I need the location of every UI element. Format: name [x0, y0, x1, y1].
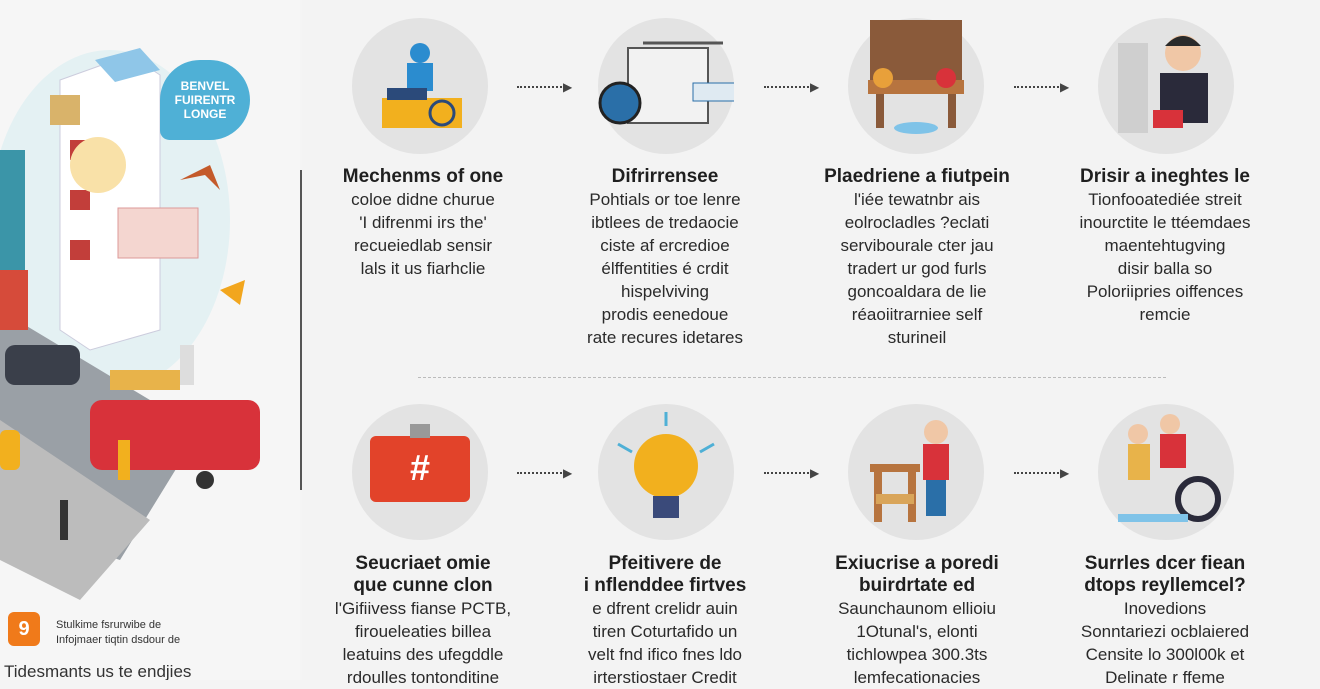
man-wrench-icon	[1098, 18, 1234, 154]
left-footer-text: Tidesmants us te endjies	[4, 662, 192, 680]
step-title-line2: que cunne clon	[353, 575, 493, 596]
machine-gears-icon-art	[598, 41, 739, 125]
step-8: Surrles dcer fiean dtops reyllemcel? Ino…	[1050, 553, 1280, 689]
speech-bubble: BENVEL FUIRENTR LONGE	[160, 60, 250, 140]
runner-money-icon	[352, 18, 488, 154]
step-title: Plaedriene a fiutpein	[824, 166, 1010, 187]
city-illustration	[0, 48, 260, 600]
step-title-line2: i nflenddee firtves	[583, 575, 747, 596]
step-title: Pfeitivere de	[608, 553, 722, 574]
flow-arrow: ▶	[1014, 466, 1074, 480]
flow-arrow: ▶	[517, 466, 577, 480]
step-title: Surrles dcer fiean	[1084, 553, 1246, 574]
step-title-line2: dtops reyllemcel?	[1084, 575, 1246, 596]
step-3: Plaedriene a fiutpein l'iée tewatnbr ais…	[802, 166, 1032, 349]
man-wrench-icon-art	[1118, 35, 1208, 133]
flow-arrow: ▶	[764, 466, 824, 480]
caption-line: Stulkime fsrurwibe de	[56, 619, 162, 631]
step-title: Mechenms of one	[342, 166, 504, 187]
step-4: Drisir a ineghtes le Tionfooatediée stre…	[1050, 166, 1280, 326]
caption-line: Infojmaer tiqtin dsdour de	[56, 634, 181, 646]
people-wheelchair-icon-art	[1118, 414, 1221, 522]
lightbulb-icon-art	[617, 412, 715, 518]
step-1: Mechenms of one coloe didne churue'I dif…	[308, 166, 538, 280]
speech-bubble-text: BENVEL FUIRENTR LONGE	[174, 79, 236, 121]
cabinet-food-icon	[848, 18, 984, 154]
flow-arrow: ▶	[764, 80, 824, 94]
cabinet-food-icon-art	[868, 20, 964, 134]
red-sign-icon-art: #	[370, 424, 470, 502]
flow-arrow: ▶	[517, 80, 577, 94]
step-title: Seucriaet omie	[355, 553, 491, 574]
step-title: Difrirrensee	[611, 166, 719, 187]
lightbulb-icon	[598, 404, 734, 540]
row-separator	[418, 377, 1166, 378]
vertical-divider	[300, 170, 302, 490]
step-body: coloe didne churue'I difrenmi irs the're…	[351, 190, 495, 278]
step-6: Pfeitivere de i nflenddee firtves e dfre…	[550, 553, 780, 689]
flow-arrow: ▶	[1014, 80, 1074, 94]
step-title-line2: buirdrtate ed	[858, 575, 976, 596]
step-body: l'Gifiivess fianse PCTB,firoueleaties bi…	[334, 599, 512, 687]
step-title: Exiucrise a poredi	[835, 553, 999, 574]
child-desk-icon	[848, 404, 984, 540]
caption: Stulkime fsrurwibe de Infojmaer tiqtin d…	[56, 618, 296, 648]
bag-icon: 9	[8, 612, 40, 646]
badge-glyph: 9	[18, 618, 30, 640]
step-7: Exiucrise a poredi buirdrtate ed Sauncha…	[802, 553, 1032, 689]
step-title: Drisir a ineghtes le	[1079, 166, 1250, 187]
machine-gears-icon	[598, 18, 739, 154]
step-5: Seucriaet omie que cunne clon l'Gifiives…	[308, 553, 538, 689]
svg-text:#: #	[410, 447, 430, 488]
city-illustration-panel: BENVEL FUIRENTR LONGE 9 Stulkime fsrurwi…	[0, 0, 300, 680]
runner-money-icon-art	[382, 43, 462, 128]
child-desk-icon-art	[870, 420, 949, 522]
people-wheelchair-icon	[1098, 404, 1234, 540]
red-sign-icon: #	[352, 404, 488, 540]
